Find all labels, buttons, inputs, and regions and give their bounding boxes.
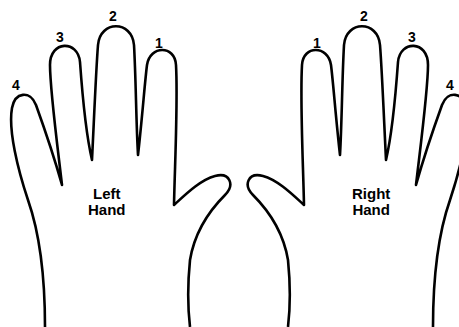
finger-number: 2 [109, 9, 117, 23]
finger-number: 2 [360, 9, 368, 23]
finger-number: 4 [12, 78, 20, 92]
finger-number: 4 [446, 78, 454, 92]
hand-label: Left Hand [88, 186, 126, 218]
hand-label: Right Hand [352, 186, 390, 218]
finger-number: 1 [313, 36, 321, 50]
right-hand-outline [239, 0, 459, 327]
hand-outline: Left Hand [0, 0, 239, 327]
finger-number: 1 [155, 36, 163, 50]
hand-outline: Right Hand [239, 0, 459, 327]
left-hand-outline [0, 0, 239, 327]
finger-number: 3 [56, 30, 64, 44]
finger-number: 3 [408, 30, 416, 44]
